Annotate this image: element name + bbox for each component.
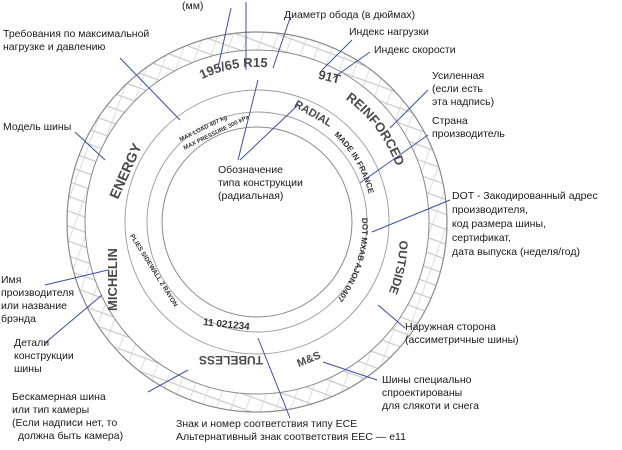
leader-dot	[371, 199, 451, 233]
label-radial-type: Обозначение типа конструкции (радиальная…	[218, 164, 306, 202]
leader-ms	[322, 361, 378, 381]
leader-radial-word	[239, 104, 299, 161]
tire-tubeless-text: TUBELESS	[199, 353, 263, 367]
label-ms: Шины специально спроектированы для сляко…	[382, 374, 479, 412]
label-construction: Детали конструкции шины	[14, 337, 77, 375]
leader-model	[74, 131, 106, 161]
label-outside: Наружная сторона (ассиметричные шины)	[405, 321, 519, 346]
label-reinforced: Усиленная (если есть эта надпись)	[432, 70, 494, 108]
tire	[66, 31, 448, 413]
leader-max-load	[119, 57, 181, 121]
leader-outside	[377, 304, 406, 329]
leader-construction	[44, 294, 103, 344]
label-mm: (мм)	[182, 0, 203, 12]
leader-country	[359, 134, 429, 184]
leader-rim	[272, 17, 291, 69]
tire-sidewall-ring	[124, 89, 390, 355]
leader-radial-type	[237, 79, 259, 161]
label-model: Модель шины	[3, 121, 71, 133]
tire-brand-text: MICHELIN	[105, 248, 120, 311]
leader-brand	[44, 269, 109, 286]
label-speed-index: Индекс скорости	[374, 44, 456, 56]
tire-rim-hole	[161, 126, 353, 318]
label-ece: Знак и номер соответствия типу ECE Альте…	[176, 418, 406, 443]
tire-ece-text: 11 021234	[203, 317, 251, 333]
leader-tubeless	[147, 369, 189, 393]
leader-ece	[257, 337, 291, 419]
label-dot: DOT - Закодированный адрес производителя…	[452, 190, 601, 258]
label-brand: Имя производителя или название брэнда	[1, 274, 77, 325]
leader-mm	[217, 7, 232, 69]
leader-lines	[44, 2, 451, 419]
tire-inner-ring	[146, 111, 368, 333]
leader-load	[321, 39, 353, 71]
leader-speed	[332, 51, 371, 79]
label-rim-diameter: Диаметр обода (в дюймах)	[284, 9, 415, 21]
label-load-index: Индекс нагрузки	[349, 26, 429, 38]
label-country: Страна производитель	[432, 115, 505, 140]
leader-reinforced	[389, 89, 429, 129]
labels: (мм) Диаметр обода (в дюймах) Индекс наг…	[1, 0, 601, 443]
tire-load-speed-text: 91T	[317, 67, 342, 87]
label-max-load: Требования по максимальной нагрузке и да…	[3, 28, 152, 53]
label-tubeless: Бескамерная шина или тип камеры (Если на…	[12, 391, 123, 442]
